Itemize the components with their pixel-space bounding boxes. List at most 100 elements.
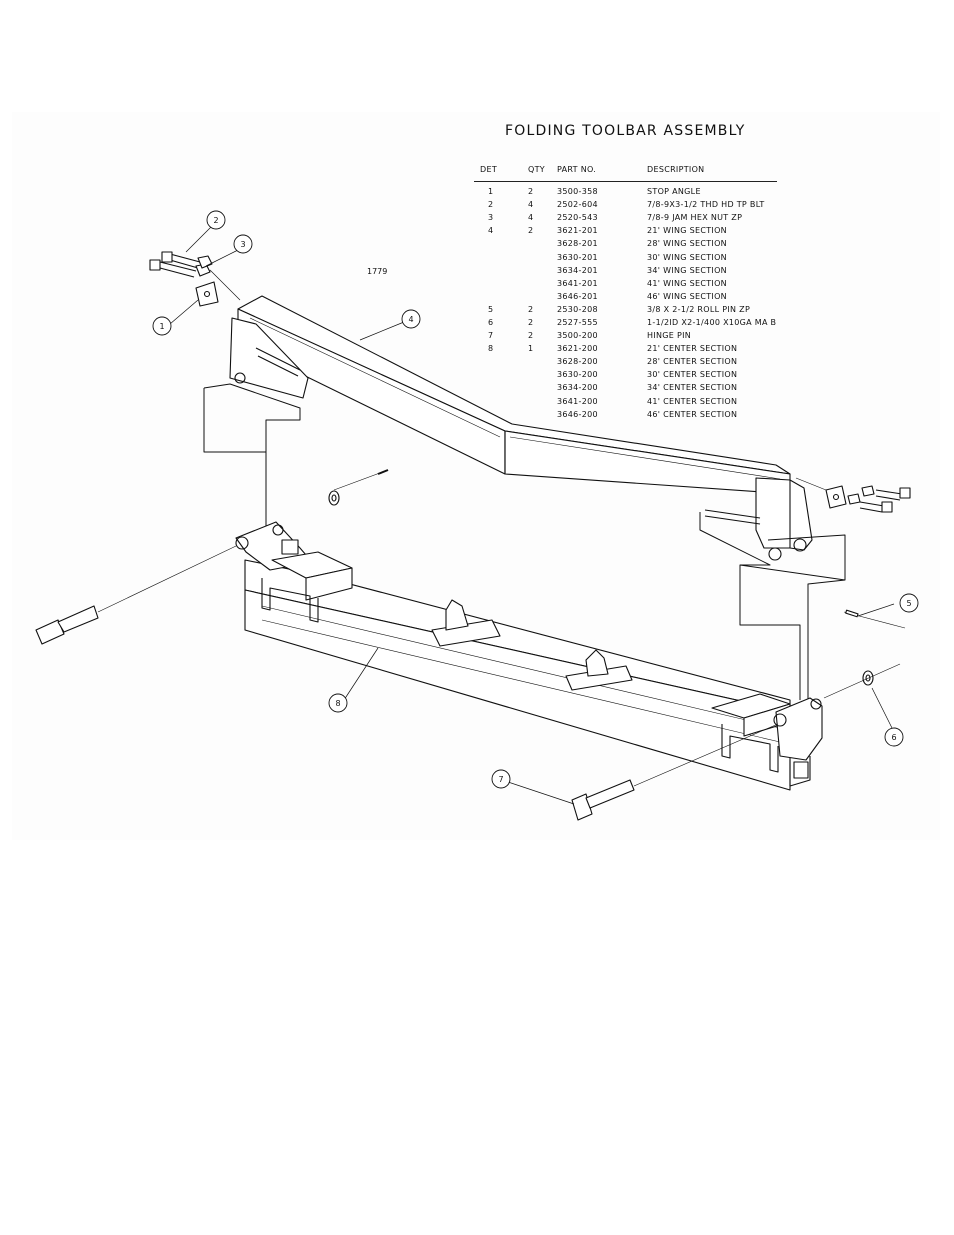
description-cell: 30' WING SECTION [647,252,727,262]
det-cell: 1 [488,187,494,197]
table-row: 3646-200 46' CENTER SECTION [474,408,777,421]
svg-text:3: 3 [240,240,245,249]
description-cell: 7/8-9 JAM HEX NUT ZP [647,213,743,223]
callout-3: 3 [233,234,253,254]
part-number-cell: 3641-200 [557,396,598,406]
description-cell: 46' CENTER SECTION [647,409,738,419]
qty-cell [528,250,557,263]
det-cell [474,290,528,303]
part-number-cell: 3500-200 [557,331,598,341]
qty-cell: 2 [528,304,534,314]
page-title: FOLDING TOOLBAR ASSEMBLY [505,123,746,139]
description-cell: 30' CENTER SECTION [647,370,738,380]
det-cell: 3 [488,213,494,223]
det-cell [474,277,528,290]
description-cell: 21' WING SECTION [647,226,727,236]
description-cell: 34' WING SECTION [647,265,727,275]
qty-cell [528,408,557,421]
table-row: 3641-200 41' CENTER SECTION [474,395,777,408]
svg-text:5: 5 [906,599,911,608]
header-part-no: PART NO. [557,165,647,182]
qty-cell: 1 [528,344,534,354]
part-number-cell: 3646-201 [557,291,598,301]
part-number-cell: 3641-201 [557,278,598,288]
bolts-left [149,251,241,301]
callout-2: 2 [206,210,226,230]
qty-cell: 2 [528,226,534,236]
qty-cell: 2 [528,317,534,327]
description-cell: 28' CENTER SECTION [647,357,738,367]
callout-4: 4 [401,309,421,329]
bolts-right [795,477,911,513]
part-number-cell: 3628-200 [557,357,598,367]
table-row: 5 2 2530-208 3/8 X 2-1/2 ROLL PIN ZP [474,303,777,316]
qty-cell [528,381,557,394]
table-row: 3634-201 34' WING SECTION [474,264,777,277]
part-number-cell: 2520-543 [557,213,598,223]
part-number-cell: 3634-201 [557,265,598,275]
table-row: 3628-200 28' CENTER SECTION [474,355,777,368]
det-cell [474,368,528,381]
qty-cell [528,368,557,381]
qty-cell: 4 [528,213,534,223]
description-cell: 41' CENTER SECTION [647,396,738,406]
description-cell: 21' CENTER SECTION [647,344,738,354]
det-cell: 8 [488,344,494,354]
part-number-cell: 3621-200 [557,344,598,354]
hinge-pin-left [35,545,237,645]
det-cell [474,264,528,277]
det-cell [474,355,528,368]
roll-pin [333,469,906,629]
part-number-cell: 3630-201 [557,252,598,262]
part-number-cell: 3646-200 [557,409,598,419]
det-cell: 5 [488,304,494,314]
hinge-pin-right [571,723,779,821]
header-description: DESCRIPTION [647,165,777,182]
washers [328,490,901,699]
qty-cell [528,237,557,250]
part-number-cell: 3628-201 [557,239,598,249]
table-row: 8 1 3621-200 21' CENTER SECTION [474,342,777,355]
svg-text:7: 7 [498,775,503,784]
callout-6: 6 [884,727,904,747]
qty-cell [528,355,557,368]
qty-cell [528,290,557,303]
callout-1: 1 [152,316,172,336]
wing-profile-outline [203,383,846,700]
part-number-cell: 2530-208 [557,304,598,314]
svg-text:8: 8 [335,699,340,708]
part-number-cell: 3630-200 [557,370,598,380]
svg-text:6: 6 [891,733,896,742]
det-cell [474,250,528,263]
det-cell [474,381,528,394]
table-row: 3630-201 30' WING SECTION [474,250,777,263]
header-qty: QTY [528,165,557,182]
det-cell [474,237,528,250]
part-number-cell: 3500-358 [557,187,598,197]
description-cell: 3/8 X 2-1/2 ROLL PIN ZP [647,304,751,314]
det-cell: 4 [488,226,494,236]
qty-cell: 2 [528,187,534,197]
table-row: 3 4 2520-543 7/8-9 JAM HEX NUT ZP [474,211,777,224]
center-section [235,521,823,791]
part-number-cell: 2502-604 [557,200,598,210]
description-cell: STOP ANGLE [647,187,701,197]
table-row: 3630-200 30' CENTER SECTION [474,368,777,381]
stop-angle-left [195,281,219,307]
qty-cell [528,395,557,408]
svg-text:1: 1 [159,322,164,331]
part-number-cell: 2527-555 [557,317,598,327]
description-cell: 46' WING SECTION [647,291,727,301]
det-cell: 7 [488,331,494,341]
callout-5: 5 [899,593,919,613]
callout-7: 7 [491,769,511,789]
description-cell: 1-1/2ID X2-1/400 X10GA MA B [647,317,777,327]
description-cell: HINGE PIN [647,331,692,341]
